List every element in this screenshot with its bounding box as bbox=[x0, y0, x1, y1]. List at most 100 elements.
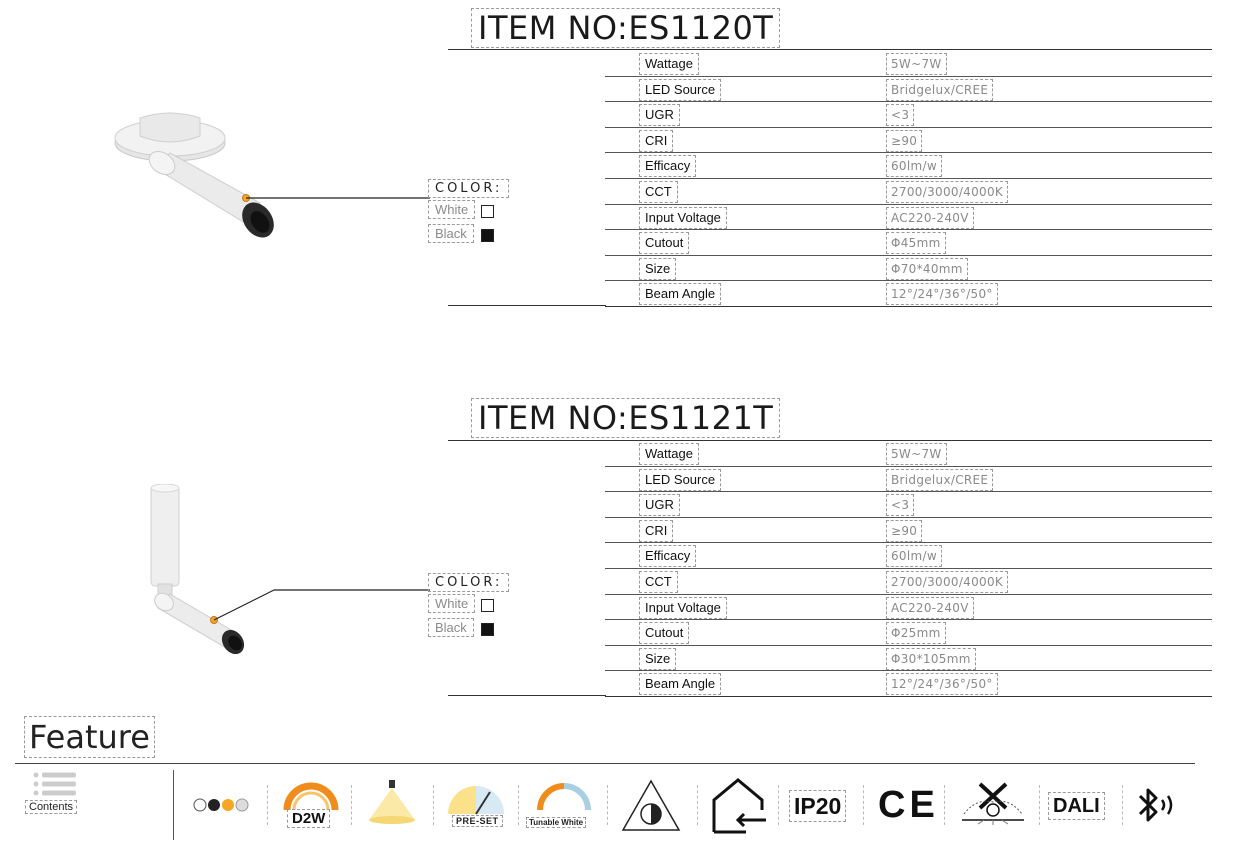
color-label: White bbox=[428, 200, 476, 219]
list-icon bbox=[33, 772, 76, 796]
dim-to-warm-icon: D2W bbox=[283, 778, 339, 830]
icon-divider bbox=[778, 785, 779, 825]
white-swatch bbox=[481, 205, 494, 218]
spec-row: CRI ≥90 bbox=[605, 128, 1212, 154]
table-bottom-rule bbox=[448, 305, 606, 306]
spec-label: Wattage bbox=[639, 443, 699, 465]
icon-divider bbox=[863, 785, 864, 825]
spec-value: Φ25mm bbox=[886, 622, 946, 645]
dimmable-triangle-icon bbox=[621, 779, 681, 831]
icon-divider bbox=[1122, 785, 1123, 825]
spec-row: CRI≥90 bbox=[605, 518, 1212, 544]
ip-rating-icon: IP20 bbox=[789, 790, 847, 822]
color-leader-line bbox=[213, 589, 430, 621]
spec-value: Bridgelux/CREE bbox=[886, 78, 994, 101]
preset-icon: PRE-SET bbox=[446, 778, 506, 830]
white-swatch bbox=[481, 599, 494, 612]
spec-label: Beam Angle bbox=[639, 673, 722, 696]
spec-label: Efficacy bbox=[639, 155, 697, 178]
spec-label: Efficacy bbox=[639, 545, 697, 568]
color-options: COLOR: White Black bbox=[428, 573, 510, 640]
spec-value: AC220-240V bbox=[886, 596, 974, 619]
spec-row: Input Voltage AC220-240V bbox=[605, 595, 1212, 621]
no-flicker-icon bbox=[962, 782, 1024, 825]
icon-divider bbox=[944, 785, 945, 825]
spec-value: 60lm/w bbox=[886, 155, 942, 178]
icon-divider bbox=[518, 785, 519, 825]
spec-row: Cutout Φ25mm bbox=[605, 620, 1212, 646]
spec-value: AC220-240V bbox=[886, 206, 974, 229]
spec-label: Input Voltage bbox=[639, 206, 727, 229]
contents-label: Contents bbox=[25, 800, 78, 814]
spec-row: UGR<3 bbox=[605, 492, 1212, 518]
color-option-white[interactable]: White bbox=[428, 200, 509, 222]
product-image-es1121t bbox=[150, 484, 245, 654]
spec-row: LED Source Bridgelux/CREE bbox=[605, 467, 1212, 493]
spec-row: Size Φ30*105mm bbox=[605, 646, 1212, 672]
preset-label: PRE-SET bbox=[452, 815, 503, 827]
spec-row: UGR<3 bbox=[605, 102, 1212, 128]
icon-divider bbox=[607, 785, 608, 825]
title-rule bbox=[448, 440, 1212, 441]
feature-title: Feature bbox=[24, 716, 155, 758]
spec-value: 5W~7W bbox=[886, 443, 947, 465]
spec-label: CRI bbox=[639, 129, 674, 152]
spec-label: Beam Angle bbox=[639, 283, 722, 306]
spec-row: Wattage 5W~7W bbox=[605, 441, 1212, 467]
color-label: Black bbox=[428, 224, 474, 243]
spec-label: CCT bbox=[639, 180, 678, 203]
spec-value: ≥90 bbox=[886, 519, 923, 542]
spec-label: LED Source bbox=[639, 468, 722, 491]
tunable-white-label: Tunable White bbox=[526, 817, 587, 828]
spec-label: Size bbox=[639, 647, 677, 670]
spec-value: ≥90 bbox=[886, 129, 923, 152]
spec-value: 12°/24°/36°/50° bbox=[886, 673, 998, 696]
spec-label: Cutout bbox=[639, 622, 690, 645]
color-dots-icon bbox=[193, 798, 249, 812]
product-image-es1120t bbox=[114, 112, 274, 238]
feature-separator bbox=[173, 770, 174, 840]
color-option-white[interactable]: White bbox=[428, 594, 509, 616]
indoor-home-icon bbox=[712, 778, 766, 834]
spec-label: Cutout bbox=[639, 232, 690, 255]
spec-row: Size Φ70*40mm bbox=[605, 256, 1212, 282]
ce-mark-icon: CE bbox=[878, 784, 939, 826]
spec-value: 5W~7W bbox=[886, 53, 947, 75]
d2w-label: D2W bbox=[287, 809, 331, 828]
icon-divider bbox=[267, 785, 268, 825]
spec-value: Bridgelux/CREE bbox=[886, 468, 994, 491]
table-bottom-rule bbox=[448, 695, 606, 696]
icon-divider bbox=[351, 785, 352, 825]
spec-label: Size bbox=[639, 257, 677, 280]
bluetooth-icon bbox=[1138, 788, 1173, 822]
spec-value: Φ30*105mm bbox=[886, 647, 976, 670]
spec-label: CCT bbox=[639, 570, 678, 593]
downlight-beam-icon bbox=[369, 780, 415, 824]
spec-row: Input Voltage AC220-240V bbox=[605, 205, 1212, 231]
spec-value: Φ45mm bbox=[886, 232, 946, 255]
icon-divider bbox=[697, 785, 698, 825]
spec-label: UGR bbox=[639, 104, 680, 127]
spec-value: Φ70*40mm bbox=[886, 257, 968, 280]
spec-row: Wattage 5W~7W bbox=[605, 51, 1212, 77]
color-option-black[interactable]: Black bbox=[428, 224, 509, 246]
color-options: COLOR: White Black bbox=[428, 179, 510, 246]
spec-value: 2700/3000/4000K bbox=[886, 570, 1009, 593]
color-heading: COLOR: bbox=[428, 573, 510, 592]
contents-button[interactable]: Contents bbox=[25, 771, 85, 817]
spec-value: 60lm/w bbox=[886, 545, 942, 568]
spec-label: Wattage bbox=[639, 53, 699, 75]
color-heading: COLOR: bbox=[428, 179, 510, 198]
spec-row: CCT 2700/3000/4000K bbox=[605, 569, 1212, 595]
spec-row: Cutout Φ45mm bbox=[605, 230, 1212, 256]
icon-divider bbox=[1039, 785, 1040, 825]
color-option-black[interactable]: Black bbox=[428, 618, 509, 640]
spec-label: Input Voltage bbox=[639, 596, 727, 619]
spec-value: <3 bbox=[886, 494, 915, 517]
item-title: ITEM NO:ES1120T bbox=[471, 8, 781, 48]
black-swatch bbox=[481, 229, 494, 242]
